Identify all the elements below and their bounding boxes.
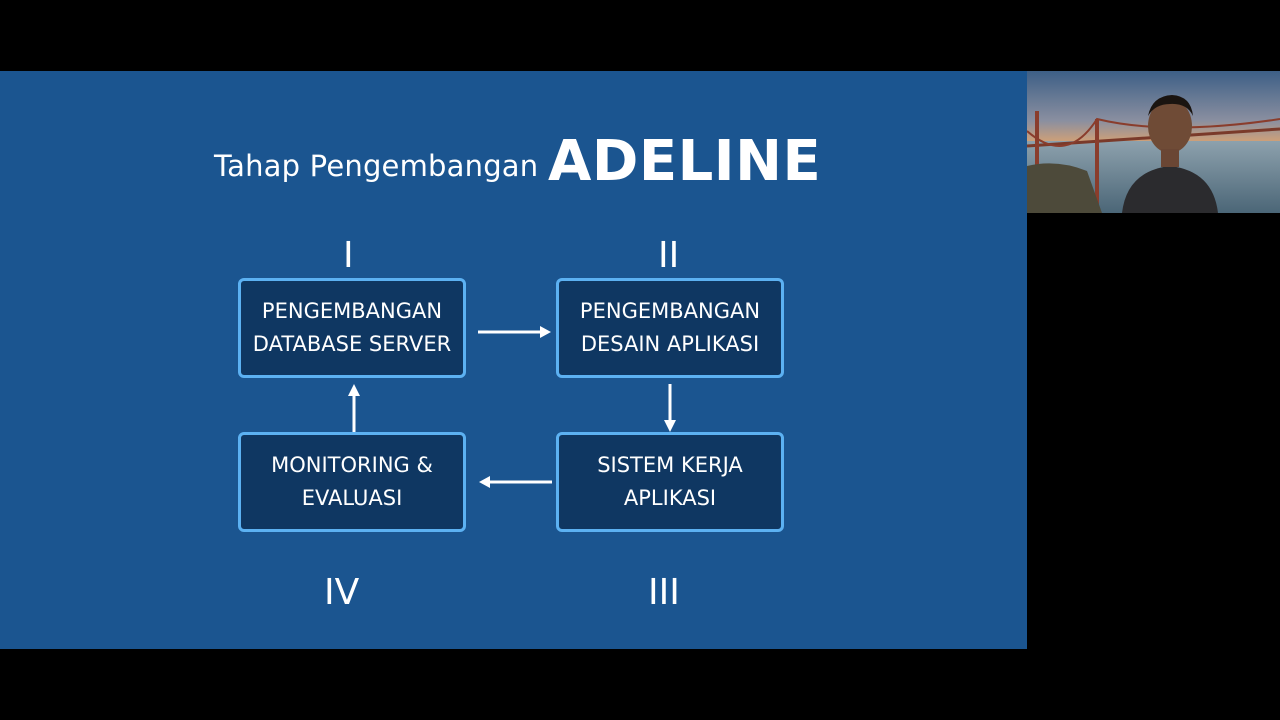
- step-4-numeral: IV: [324, 572, 360, 613]
- step-2-line1: PENGEMBANGAN: [579, 299, 761, 323]
- presentation-slide: [0, 71, 1027, 649]
- step-1-line1: PENGEMBANGAN: [261, 299, 443, 323]
- step-2-line2: DESAIN APLIKASI: [580, 332, 760, 356]
- arrow-left-icon: [479, 476, 552, 488]
- webcam-presenter-icon: [1027, 71, 1280, 213]
- webcam-feed: [1027, 71, 1280, 213]
- step-3-line1: SISTEM KERJA: [597, 453, 743, 477]
- step-2-numeral: II: [658, 235, 680, 276]
- step-4-line2: EVALUASI: [301, 486, 403, 510]
- step-3-line2: APLIKASI: [623, 486, 717, 510]
- step-1-numeral: I: [343, 235, 354, 276]
- step-4-line1: MONITORING &: [271, 453, 433, 477]
- slide-title-prefix: Tahap Pengembangan: [214, 149, 539, 183]
- step-4-box: MONITORING & EVALUASI: [238, 432, 466, 532]
- arrow-down-icon: [664, 384, 676, 432]
- step-1-box: PENGEMBANGAN DATABASE SERVER: [238, 278, 466, 378]
- step-2-box: PENGEMBANGAN DESAIN APLIKASI: [556, 278, 784, 378]
- arrow-up-icon: [348, 384, 360, 432]
- slide-title-main: ADELINE: [548, 129, 822, 194]
- step-3-box: SISTEM KERJA APLIKASI: [556, 432, 784, 532]
- step-3-numeral: III: [648, 572, 680, 613]
- step-1-line2: DATABASE SERVER: [252, 332, 452, 356]
- arrow-right-icon: [478, 326, 551, 338]
